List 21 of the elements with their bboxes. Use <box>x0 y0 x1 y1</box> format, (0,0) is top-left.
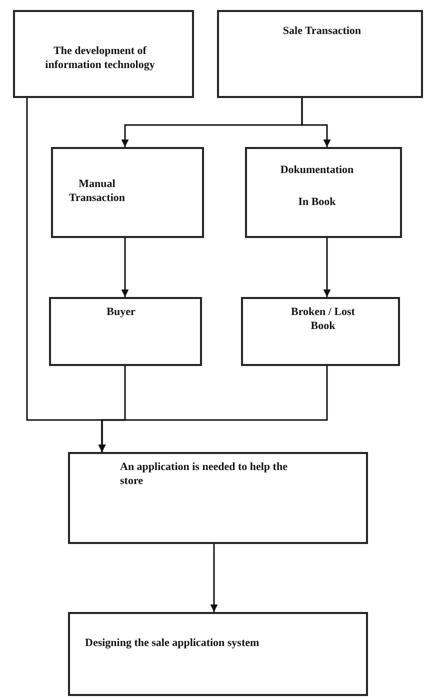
process-box <box>51 147 204 238</box>
process-box <box>245 147 402 238</box>
box-label: Dokumentation In Book <box>279 163 355 210</box>
process-box <box>68 612 368 696</box>
process-box <box>241 297 400 366</box>
process-box <box>68 452 368 544</box>
box-label: Sale Transaction <box>282 24 362 38</box>
box-label: Designing the sale application system <box>85 636 260 650</box>
box-label: Manual Transaction <box>68 177 126 206</box>
box-label: The development of information technology <box>44 44 156 73</box>
box-label: Broken / Lost Book <box>290 305 356 334</box>
process-box <box>49 297 202 366</box>
process-box <box>13 10 194 98</box>
arrow <box>210 544 218 612</box>
process-box <box>217 10 423 98</box>
arrow <box>301 98 331 147</box>
box-label: Buyer <box>106 305 136 320</box>
arrow <box>98 366 328 452</box>
box-label: An application is needed to help the store <box>120 460 288 489</box>
arrow <box>121 238 129 297</box>
arrow <box>323 238 331 297</box>
